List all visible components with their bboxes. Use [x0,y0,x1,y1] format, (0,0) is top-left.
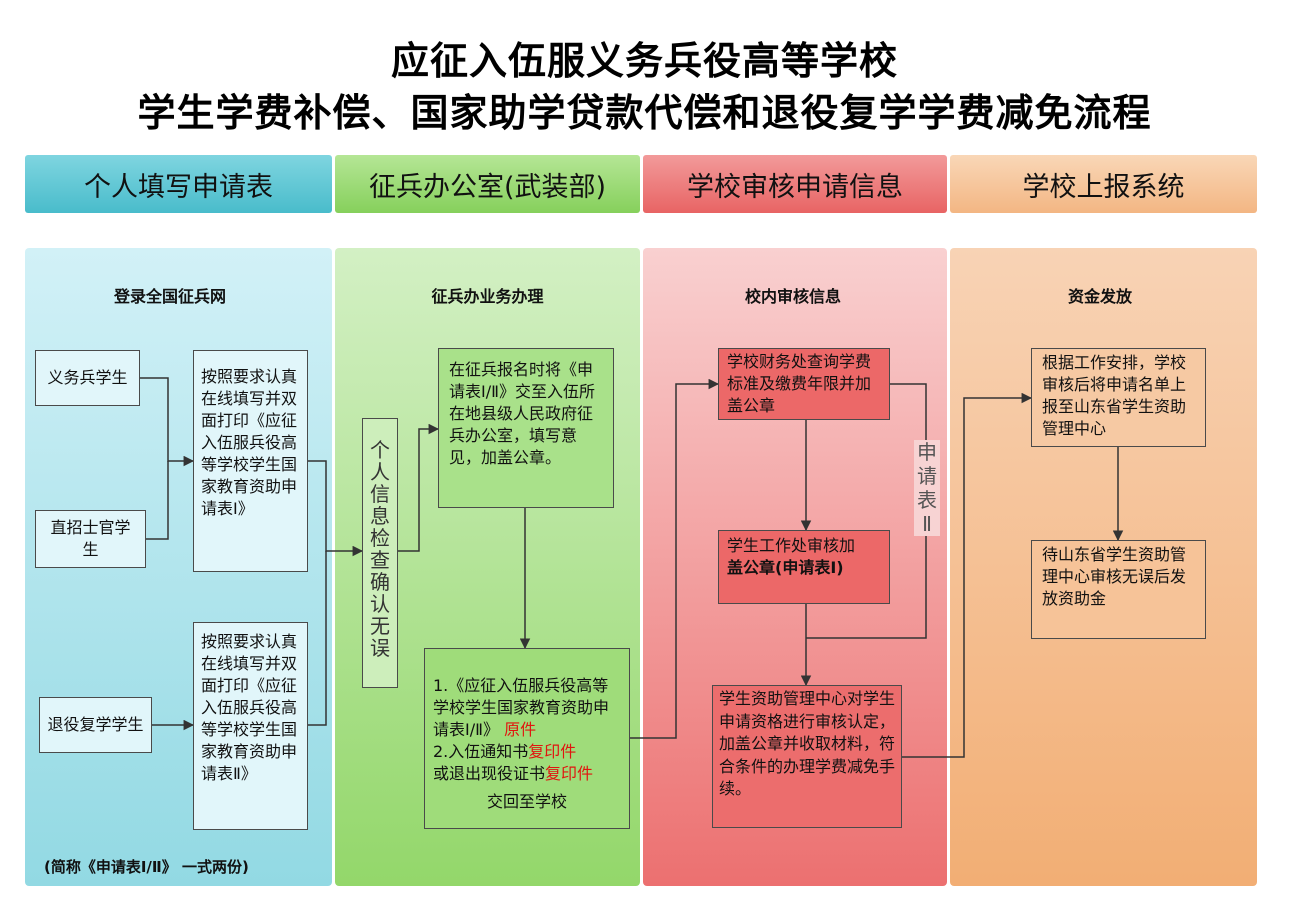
box-student-affairs-office-text-b: 盖公章(申请表Ⅰ) [727,558,844,577]
docs-return-to-school: 交回至学校 [486,792,567,811]
diagram-title-line1: 应征入伍服义务兵役高等学校 [390,39,898,83]
box-finance-office-text: 学校财务处查询学费标准及缴费年限并加盖公章 [727,352,872,415]
box-compulsory-soldier-student-text: 义务兵学生 [47,368,128,387]
docs-copy-label-1: 复印件 [528,742,577,761]
box-direct-nco-student-text: 直招士官学生 [50,518,131,559]
box-student-affairs-office: 学生工作处审核加 盖公章(申请表Ⅰ) [718,530,890,604]
docs-line1: 1.《应征入伍服兵役高等学校学生国家教育资助申请表Ⅰ/Ⅱ》 [433,676,610,739]
docs-line2-notice: 2.入伍通知书 [433,742,529,761]
box-student-aid-center: 学生资助管理中心对学生申请资格进行审核认定，加盖公章并收取材料，符合条件的办理学… [712,685,902,828]
box-student-affairs-office-text-a: 学生工作处审核加 [727,536,856,555]
diagram-title-line2: 学生学费补偿、国家助学贷款代偿和退役复学学费减免流程 [137,91,1152,135]
application-form-footnote: (简称《申请表Ⅰ/Ⅱ》 一式两份) [44,858,249,876]
box-compulsory-soldier-student: 义务兵学生 [35,350,140,406]
lane-title-school-report: 资金发放 [1067,287,1132,306]
box-veteran-student: 退役复学学生 [39,697,152,753]
box-disburse-funds-text: 待山东省学生资助管理中心审核无误后发放资助金 [1042,545,1187,608]
column-header-school-review: 学校审核申请信息 [643,155,947,213]
box-student-aid-center-text: 学生资助管理中心对学生申请资格进行审核认定，加盖公章并收取材料，符合条件的办理学… [719,689,896,798]
box-disburse-funds: 待山东省学生资助管理中心审核无误后发放资助金 [1031,540,1206,639]
box-verify-personal-info: 个人信息检查确认无误 [362,418,398,688]
column-header-recruit-office: 征兵办公室(武装部) [335,155,640,213]
box-direct-nco-student: 直招士官学生 [35,510,146,568]
box-submit-application-text: 在征兵报名时将《申请表Ⅰ/Ⅱ》交至入伍所在地县级人民政府征兵办公室，填写意见，加… [449,360,595,467]
box-report-list-text: 根据工作安排，学校审核后将申请名单上报至山东省学生资助管理中心 [1042,353,1187,438]
box-return-documents: 1.《应征入伍服兵役高等学校学生国家教育资助申请表Ⅰ/Ⅱ》 原件 2.入伍通知书… [424,648,630,829]
box-report-list: 根据工作安排，学校审核后将申请名单上报至山东省学生资助管理中心 [1031,348,1206,447]
column-header-school-report: 学校上报系统 [950,155,1257,213]
box-fill-application-form-1: 按照要求认真在线填写并双面打印《应征入伍服兵役高等学校学生国家教育资助申请表Ⅰ》 [193,350,308,572]
box-verify-personal-info-text: 个人信息检查确认无误 [370,438,390,660]
docs-copy-label-2: 复印件 [545,764,594,783]
column-header-personal: 个人填写申请表 [25,155,332,213]
box-fill-application-form-2: 按照要求认真在线填写并双面打印《应征入伍服兵役高等学校学生国家教育资助申请表Ⅱ》 [193,622,308,830]
docs-original-label: 原件 [504,720,537,739]
lane-title-personal: 登录全国征兵网 [113,287,226,306]
lane-title-school-review: 校内审核信息 [744,287,841,306]
box-fill-application-form-1-text: 按照要求认真在线填写并双面打印《应征入伍服兵役高等学校学生国家教育资助申请表Ⅰ》 [201,367,298,518]
side-label-application-form-2: 申请表Ⅱ [914,440,940,536]
box-veteran-student-text: 退役复学学生 [47,715,144,734]
box-fill-application-form-2-text: 按照要求认真在线填写并双面打印《应征入伍服兵役高等学校学生国家教育资助申请表Ⅱ》 [201,632,298,783]
box-submit-application: 在征兵报名时将《申请表Ⅰ/Ⅱ》交至入伍所在地县级人民政府征兵办公室，填写意见，加… [438,348,614,508]
box-finance-office: 学校财务处查询学费标准及缴费年限并加盖公章 [718,348,890,420]
docs-line2-certificate: 或退出现役证书 [433,764,546,783]
lane-title-recruit-office: 征兵办业务办理 [431,287,544,306]
